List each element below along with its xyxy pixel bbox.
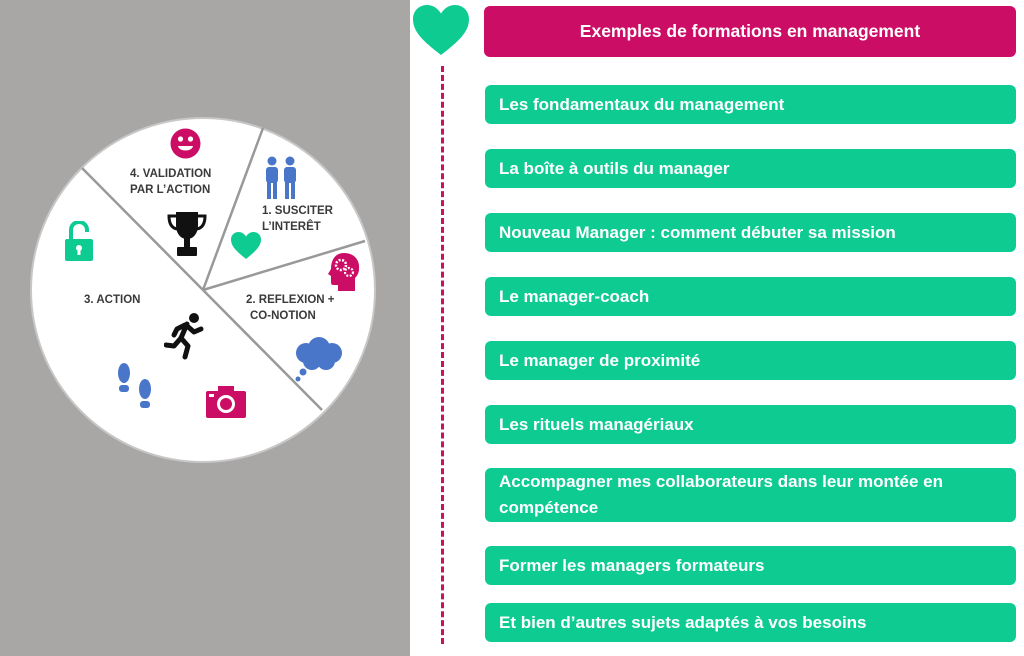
segment-1-label: 1. SUSCITER L’INTERÊT	[262, 203, 333, 235]
people-icon	[266, 156, 296, 199]
footprints-icon	[118, 363, 151, 408]
training-item: Le manager-coach	[485, 277, 1016, 316]
training-item: Le manager de proximité	[485, 341, 1016, 380]
camera-icon	[206, 386, 246, 418]
thought-cloud-icon	[295, 337, 342, 382]
timeline-dashed-line	[441, 66, 444, 644]
unlock-icon	[65, 221, 93, 261]
runner-icon	[164, 313, 204, 360]
segment-1-line-1: 1. SUSCITER	[262, 205, 333, 217]
training-item: Et bien d’autres sujets adaptés à vos be…	[485, 603, 1016, 642]
segment-1-line-2: L’INTERÊT	[262, 221, 321, 233]
segment-3-label: 3. ACTION	[84, 292, 140, 308]
trophy-icon	[167, 212, 207, 256]
training-item: Accompagner mes collaborateurs dans leur…	[485, 468, 1016, 522]
segment-2-label: 2. REFLEXION + CO-NOTION	[246, 292, 335, 324]
segment-4-line-1: 4. VALIDATION	[130, 168, 212, 180]
training-item: Former les managers formateurs	[485, 546, 1016, 585]
training-item: La boîte à outils du manager	[485, 149, 1016, 188]
training-item: Les fondamentaux du management	[485, 85, 1016, 124]
brain-gears-icon	[328, 253, 360, 291]
heart-icon	[231, 232, 261, 259]
segment-3-line-1: 3. ACTION	[84, 294, 141, 306]
training-item: Les rituels managériaux	[485, 405, 1016, 444]
smiley-icon	[170, 128, 201, 159]
segment-2-line-1: 2. REFLEXION +	[246, 294, 335, 306]
segment-4-label: 4. VALIDATION PAR L’ACTION	[130, 166, 211, 198]
heart-icon	[413, 5, 469, 55]
learning-cycle-wheel	[30, 117, 376, 463]
training-item: Nouveau Manager : comment débuter sa mis…	[485, 213, 1016, 252]
segment-4-line-2: PAR L’ACTION	[130, 184, 211, 196]
header-title: Exemples de formations en management	[484, 6, 1016, 57]
segment-2-line-2: CO-NOTION	[250, 310, 316, 322]
